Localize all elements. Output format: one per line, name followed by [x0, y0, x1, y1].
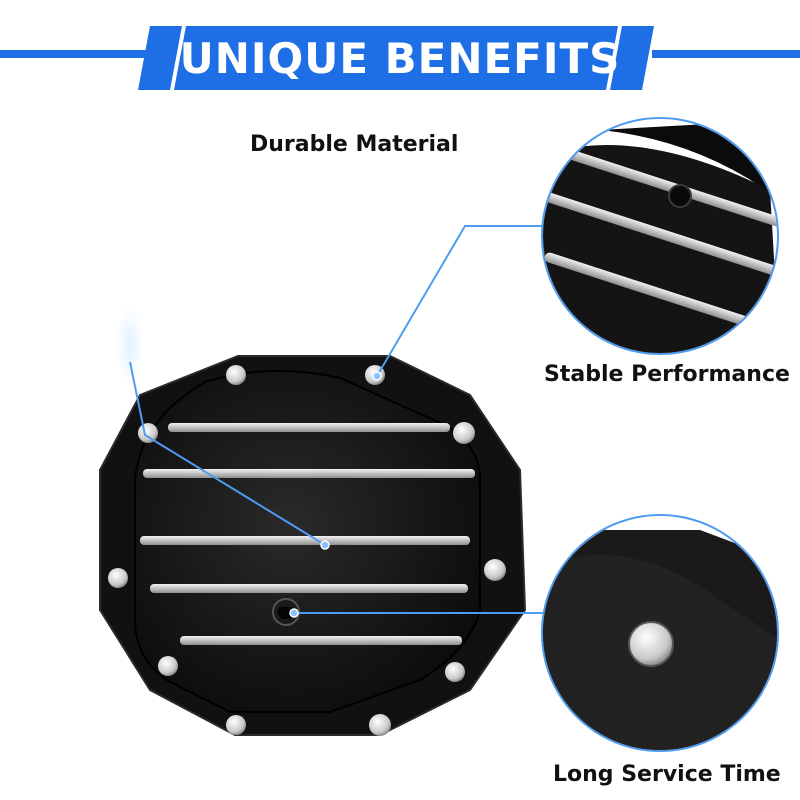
banner-left-slash: [138, 26, 182, 90]
banner-title: UNIQUE BENEFITS: [179, 33, 621, 83]
callout-dots: [289, 371, 382, 618]
zoom-detail-bolt: [541, 514, 779, 752]
banner-right-stripe: [652, 50, 800, 58]
flange-bolts: [108, 365, 506, 736]
fin-5: [180, 636, 462, 645]
zoom-detail-fins: [541, 117, 779, 355]
fin-2: [143, 469, 475, 478]
callout-stable: [376, 225, 545, 377]
fin-1: [168, 423, 450, 432]
feature-label-stable: Stable Performance: [544, 362, 790, 387]
banner-right-slash: [610, 26, 654, 90]
fin-3: [140, 536, 470, 545]
callout-lines: [129, 225, 545, 614]
fin-4: [150, 584, 468, 593]
glow-effect: [116, 305, 144, 385]
banner-plate: [174, 26, 618, 90]
banner-left-stripe: [0, 50, 150, 58]
banner-title-wrapper: UNIQUE BENEFITS: [175, 26, 625, 90]
banner-graphic: [0, 26, 800, 90]
feature-label-durable: Durable Material: [250, 132, 459, 157]
callout-durable: [129, 361, 326, 546]
cover-fins: [140, 423, 475, 645]
feature-label-longservice: Long Service Time: [553, 762, 781, 787]
